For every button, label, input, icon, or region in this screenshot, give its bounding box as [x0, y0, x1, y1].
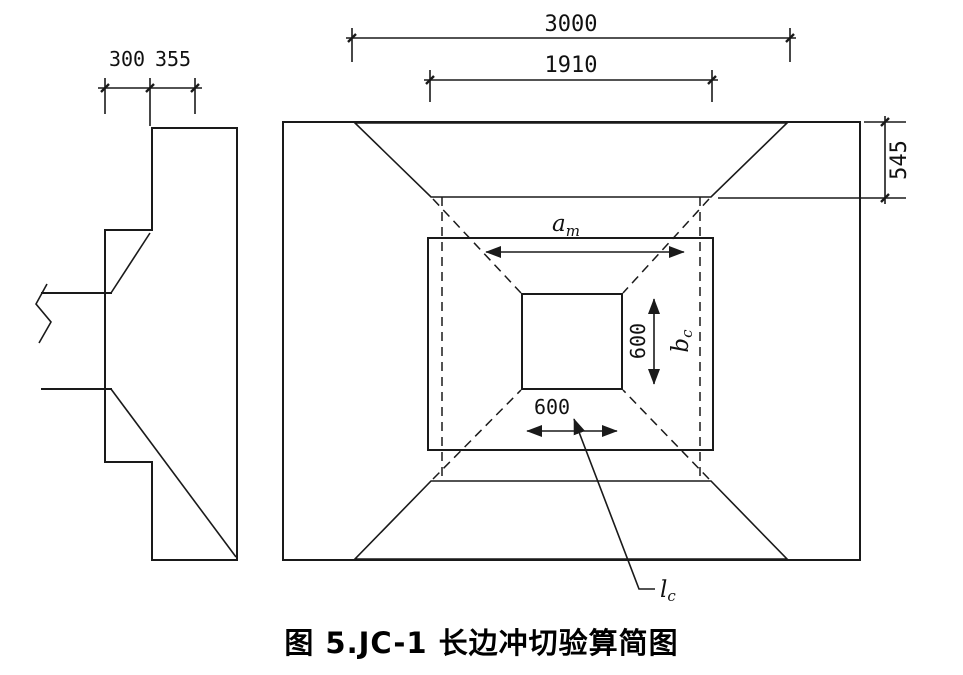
cone-diagonal-bottom-left [432, 389, 522, 480]
cone-diagonal-top-right [622, 198, 710, 294]
dim-text-600-horizontal: 600 [534, 395, 570, 419]
dim-text-545: 545 [887, 140, 912, 180]
dim-text-1910: 1910 [545, 53, 598, 78]
punching-zone-top-hatch [353, 122, 789, 198]
cone-diagonal-bottom-right [622, 389, 710, 480]
cone-diagonal-top-left [432, 198, 522, 294]
lc-leader-line [573, 418, 655, 590]
section-outline [104, 127, 238, 561]
dim-text-600-vertical: 600 [626, 323, 650, 359]
section-view: 300 355 [35, 47, 238, 561]
lc-label: lc [660, 577, 676, 605]
bc-dimension: 600 bc [626, 298, 696, 385]
dim-text-355: 355 [155, 47, 191, 71]
bc-label: bc [668, 329, 696, 353]
lc-leader: lc [573, 418, 676, 605]
dim-3000: 3000 [346, 12, 796, 62]
section-slope-lower [110, 388, 237, 558]
break-mark [35, 283, 52, 344]
footing-outline [282, 121, 861, 561]
dim-545: 545 [718, 116, 912, 204]
plan-view: 3000 1910 545 [282, 12, 912, 605]
section-slope-upper [110, 232, 151, 294]
column-width-dimension: 600 [526, 395, 618, 438]
dim-text-300: 300 [109, 47, 145, 71]
dim-tick [880, 193, 890, 203]
dim-tick [880, 117, 890, 127]
am-label: am [552, 211, 580, 240]
dim-text-3000: 3000 [545, 12, 598, 37]
figure-caption: 图 5.JC-1 长边冲切验算简图 [284, 626, 679, 660]
column-outline [521, 293, 623, 390]
section-top-dimension: 300 355 [98, 47, 202, 126]
dim-1910: 1910 [424, 53, 718, 102]
am-dimension: am [485, 211, 685, 259]
step-outline [427, 237, 714, 451]
punching-zone-bottom-hatch [353, 480, 789, 560]
